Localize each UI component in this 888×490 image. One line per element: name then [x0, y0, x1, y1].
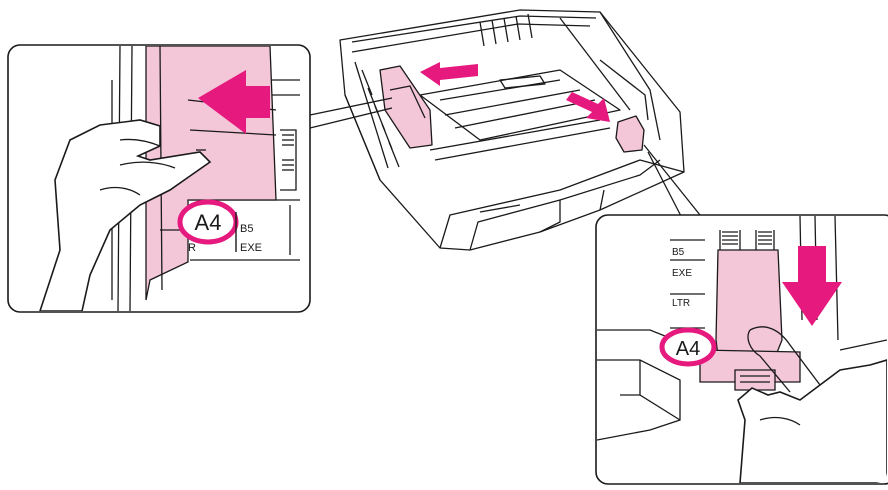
right-scale-ltr: LTR — [672, 298, 690, 309]
left-scale-b5: B5 — [240, 223, 253, 235]
right-scale-exe: EXE — [672, 268, 692, 279]
right-inset-arrow — [782, 246, 842, 326]
right-leader-lines — [643, 144, 701, 219]
right-a4-label: A4 — [676, 338, 700, 360]
paper-tray — [339, 9, 685, 251]
tray-down-right-arrow — [566, 92, 610, 122]
left-scale-exe: EXE — [240, 242, 262, 254]
left-inset: A4 B5 EXE R — [7, 44, 311, 313]
left-leader-lines — [309, 97, 393, 129]
left-scale-r: R — [188, 242, 196, 254]
right-scale-b5: B5 — [672, 247, 685, 258]
right-a4-ring — [659, 327, 717, 367]
tray-left-arrow — [420, 62, 478, 86]
left-a4-label: A4 — [195, 210, 222, 235]
right-inset: A4 B5 EXE LTR — [595, 214, 888, 485]
left-inset-arrow — [198, 70, 270, 134]
